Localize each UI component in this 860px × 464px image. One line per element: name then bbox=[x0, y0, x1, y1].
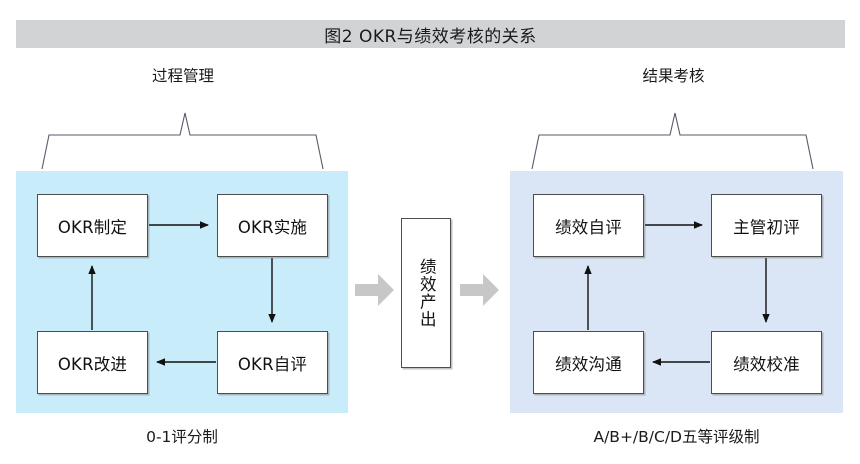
brace-result bbox=[531, 112, 814, 170]
node-performance-self-eval[interactable]: 绩效自评 bbox=[533, 194, 644, 257]
node-label: 绩效沟通 bbox=[555, 354, 622, 374]
node-performance-output[interactable]: 绩效产出 bbox=[401, 218, 451, 368]
figure-title-bar: 图2 OKR与绩效考核的关系 bbox=[16, 20, 845, 48]
node-okr-improve[interactable]: OKR改进 bbox=[37, 331, 148, 394]
node-label: 绩效产出 bbox=[417, 258, 437, 328]
node-okr-review[interactable]: OKR自评 bbox=[217, 331, 328, 394]
node-okr-execute[interactable]: OKR实施 bbox=[217, 194, 328, 257]
brace-process bbox=[41, 112, 324, 170]
page-title: 图2 OKR与绩效考核的关系 bbox=[324, 26, 537, 47]
node-manager-initial-eval[interactable]: 主管初评 bbox=[711, 194, 822, 257]
footer-label-grading-system: A/B+/B/C/D五等评级制 bbox=[593, 428, 760, 446]
block-arrow-right-icon bbox=[355, 274, 394, 306]
node-okr-plan[interactable]: OKR制定 bbox=[37, 194, 148, 257]
section-heading-process: 过程管理 bbox=[151, 67, 214, 85]
node-label: 主管初评 bbox=[733, 217, 800, 237]
node-label: OKR制定 bbox=[57, 217, 128, 237]
node-performance-communication[interactable]: 绩效沟通 bbox=[533, 331, 644, 394]
node-label: 绩效自评 bbox=[555, 217, 622, 237]
block-arrow-right-icon bbox=[460, 274, 499, 306]
node-label: 绩效校准 bbox=[733, 354, 800, 374]
node-label: OKR实施 bbox=[237, 217, 308, 237]
node-performance-calibration[interactable]: 绩效校准 bbox=[711, 331, 822, 394]
section-heading-result: 结果考核 bbox=[642, 67, 705, 85]
footer-label-scoring-system: 0-1评分制 bbox=[146, 428, 218, 446]
node-label: OKR自评 bbox=[237, 354, 308, 374]
node-label: OKR改进 bbox=[57, 354, 128, 374]
